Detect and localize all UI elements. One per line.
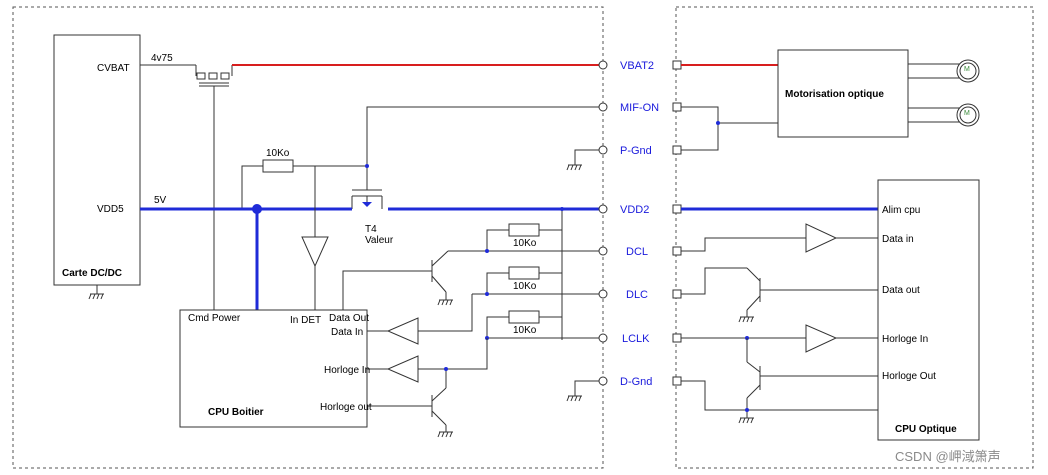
dcdc-ground-symbol: [88, 285, 104, 300]
motor-1-symbol: M: [964, 66, 970, 73]
motorisation-board: [777, 49, 909, 138]
junction-top: [365, 164, 369, 168]
mif-on-right-wire: [681, 106, 778, 124]
motorisation-title: Motorisation optique: [785, 89, 884, 100]
net-label-p-gnd: P-Gnd: [620, 145, 652, 157]
cpu-boitier-pin-horloge-out: Horloge out: [320, 402, 372, 413]
data-in-wire: [418, 294, 473, 332]
resistor-top: [262, 159, 294, 173]
dcdc-pin-cvbat: CVBAT: [97, 63, 130, 74]
vbat-switch-symbol: [195, 65, 233, 310]
cpu-boitier-pin-data-in: Data In: [331, 327, 363, 338]
cpu-optique-title: CPU Optique: [895, 424, 957, 435]
horloge-in-buffer: [386, 355, 419, 383]
motor-1: M: [908, 59, 980, 83]
mif-junction: [716, 121, 720, 125]
dlc-right-wire: [681, 267, 747, 295]
cpu-boitier-pin-horloge-in: Horloge In: [324, 365, 370, 376]
net-label-dlc: DLC: [626, 289, 648, 301]
t4-label: Valeur: [365, 235, 394, 246]
cpu-boitier-pin-in-det: In DET: [290, 315, 321, 326]
net-label-vdd2: VDD2: [620, 204, 649, 216]
cpu-optique-pin-alim-cpu: Alim cpu: [882, 205, 920, 216]
dgnd-ground-symbol: [566, 380, 599, 402]
cpu-boitier-pin-cmd-power: Cmd Power: [188, 313, 241, 324]
cpu-optique-board: [877, 179, 980, 441]
mif-on-wire: [366, 106, 599, 190]
dgnd-right-junction: [745, 408, 749, 412]
rail-5v-label: 5V: [154, 195, 167, 206]
dcdc-title: Carte DC/DC: [62, 268, 122, 279]
cpu-optique-pin-data-in: Data in: [882, 234, 914, 245]
ground-horloge-out: [437, 431, 453, 438]
in-det-buffer: [301, 236, 329, 268]
net-label-mif-on: MIF-ON: [620, 102, 659, 114]
cpu-optique-pin-horloge-in: Horloge In: [882, 334, 928, 345]
dcdc-pin-vdd5: VDD5: [97, 204, 124, 215]
transistor-dcl: [342, 250, 449, 310]
ground-dcl: [437, 299, 453, 306]
resistor-dcl: [508, 223, 540, 237]
watermark: CSDN @岬淢箫声: [895, 449, 1001, 464]
resistor-dlc-label: 10Ko: [513, 281, 537, 292]
net-label-lclk: LCLK: [622, 333, 650, 345]
optique-horloge-in-buffer: [805, 324, 838, 353]
optique-data-in-buffer: [805, 223, 838, 253]
transistor-t4: [351, 189, 383, 209]
cpu-boitier-board: [179, 309, 368, 428]
dcl-right-wire: [681, 237, 806, 252]
dgnd-right-wire: [681, 380, 878, 411]
motor-2: M: [908, 103, 980, 127]
dlc-junction: [485, 292, 489, 296]
resistor-dlc: [508, 266, 540, 280]
vdd2-tap-junction: [560, 207, 564, 211]
data-in-buffer: [386, 317, 419, 345]
resistor-top-label: 10Ko: [266, 148, 290, 159]
dcl-junction: [485, 249, 489, 253]
net-label-vbat2: VBAT2: [620, 60, 654, 72]
r-dcl-wire: [486, 229, 509, 251]
motor-2-symbol: M: [964, 110, 970, 117]
pgnd-ground-symbol: [566, 149, 599, 171]
resistor-lclk: [508, 310, 540, 324]
resistor-lclk-label: 10Ko: [513, 325, 537, 336]
connector-right-pins: [672, 60, 682, 386]
cpu-boitier-pin-data-out: Data Out: [329, 313, 369, 324]
transistor-horloge-out: [367, 369, 447, 432]
dcdc-board: [53, 34, 141, 286]
rail-4v75-label: 4v75: [151, 53, 173, 64]
resistor-dcl-label: 10Ko: [513, 238, 537, 249]
optique-transistor-data: [738, 267, 878, 323]
connector-left-pins: [598, 60, 608, 386]
horloge-in-wire: [418, 338, 488, 370]
horloge-junction: [444, 367, 448, 371]
boitier-dashed-outline: [12, 6, 604, 469]
r-dlc-wire: [486, 272, 509, 294]
optique-dashed-outline: [675, 6, 1034, 469]
pgnd-right-wire: [681, 123, 719, 151]
t4-name: T4: [365, 224, 377, 235]
r-top-wire: [241, 165, 263, 209]
cpu-optique-pin-data-out: Data out: [882, 285, 920, 296]
net-label-dcl: DCL: [626, 246, 648, 258]
cpu-optique-pin-horloge-out: Horloge Out: [882, 371, 936, 382]
cpu-boitier-title: CPU Boitier: [208, 407, 264, 418]
net-label-d-gnd: D-Gnd: [620, 376, 652, 388]
r-lclk-wire: [486, 316, 509, 338]
